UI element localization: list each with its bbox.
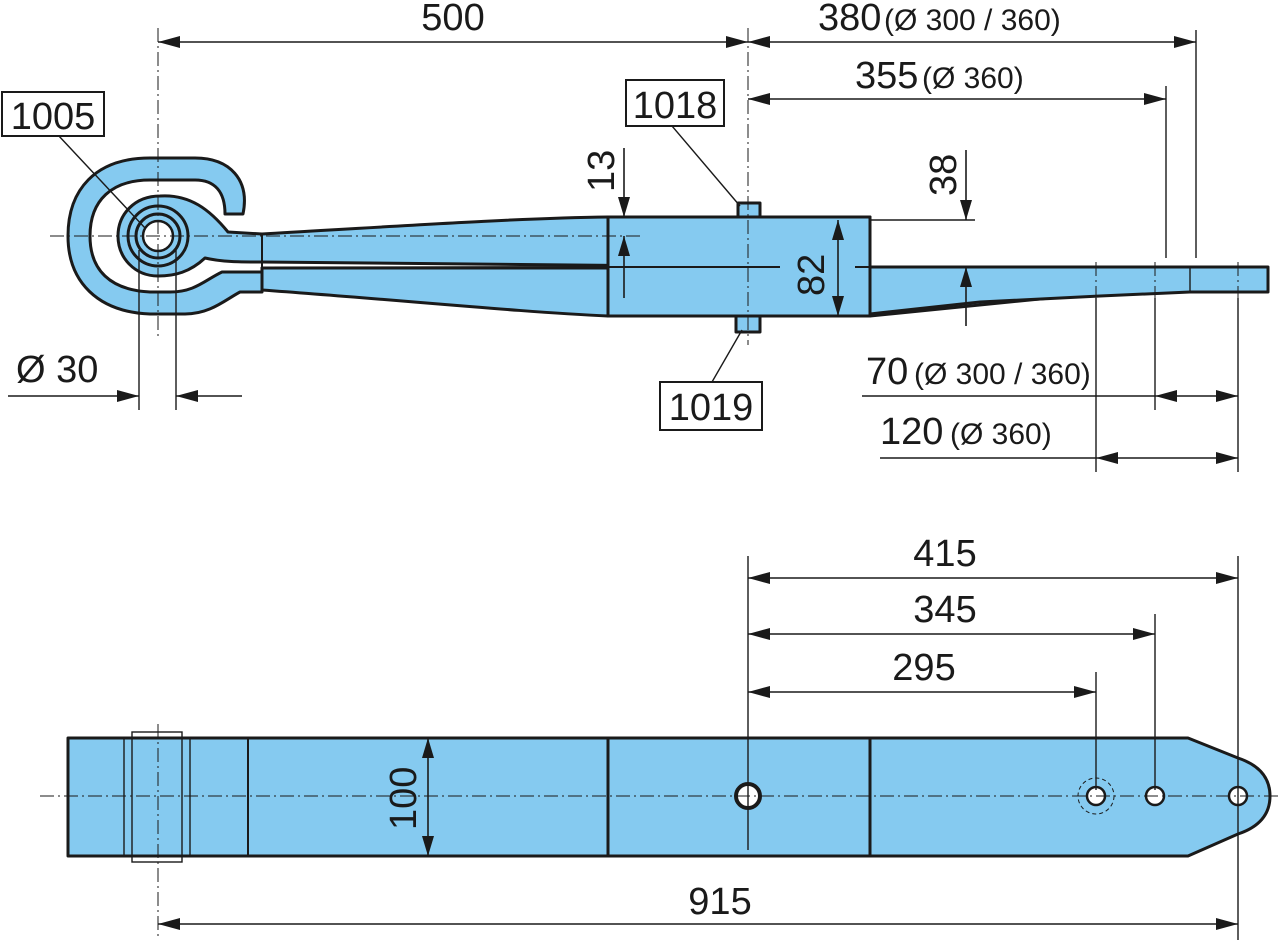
dim-355-note: (Ø 360) <box>922 62 1024 95</box>
dim-13-label: 13 <box>581 150 623 192</box>
dim-355-label: 355 <box>855 55 918 97</box>
dim-120-note: (Ø 360) <box>950 418 1052 451</box>
dim-345-label: 345 <box>913 589 976 631</box>
callout-1019-label: 1019 <box>669 387 754 429</box>
side-view <box>50 28 1270 345</box>
dim-100-label: 100 <box>383 767 425 830</box>
callout-1018-label: 1018 <box>633 85 718 127</box>
callout-1005-box <box>1 91 105 137</box>
top-dimensions: 415 345 295 100 915 <box>158 533 1239 940</box>
dim-380-label: 380 <box>818 0 881 39</box>
side-dimensions: 500 380 (Ø 300 / 360) 355 (Ø 360) 13 38 <box>8 0 1239 472</box>
dim-380-note: (Ø 300 / 360) <box>884 4 1061 37</box>
dim-82-label: 82 <box>791 254 833 296</box>
dim-70-label: 70 <box>866 351 908 393</box>
dim-eye-diameter-label: Ø 30 <box>16 349 98 391</box>
callout-1018-box <box>625 79 725 127</box>
callout-1019-box <box>659 381 763 431</box>
tail-leaf <box>868 265 1270 316</box>
spring-eye-wrap <box>66 156 264 316</box>
dim-500-label: 500 <box>421 0 484 39</box>
dim-915-label: 915 <box>688 881 751 923</box>
callout-1005-label: 1005 <box>11 96 96 138</box>
dim-295-label: 295 <box>892 647 955 689</box>
dim-415-label: 415 <box>913 533 976 575</box>
lower-leaf <box>260 266 610 318</box>
dim-38-label: 38 <box>923 154 965 196</box>
callouts: 1005 1018 1019 <box>1 79 763 431</box>
dim-70-note: (Ø 300 / 360) <box>914 358 1091 391</box>
dim-120-label: 120 <box>880 411 943 453</box>
center-bolt-head <box>736 201 762 219</box>
top-view <box>40 724 1282 940</box>
